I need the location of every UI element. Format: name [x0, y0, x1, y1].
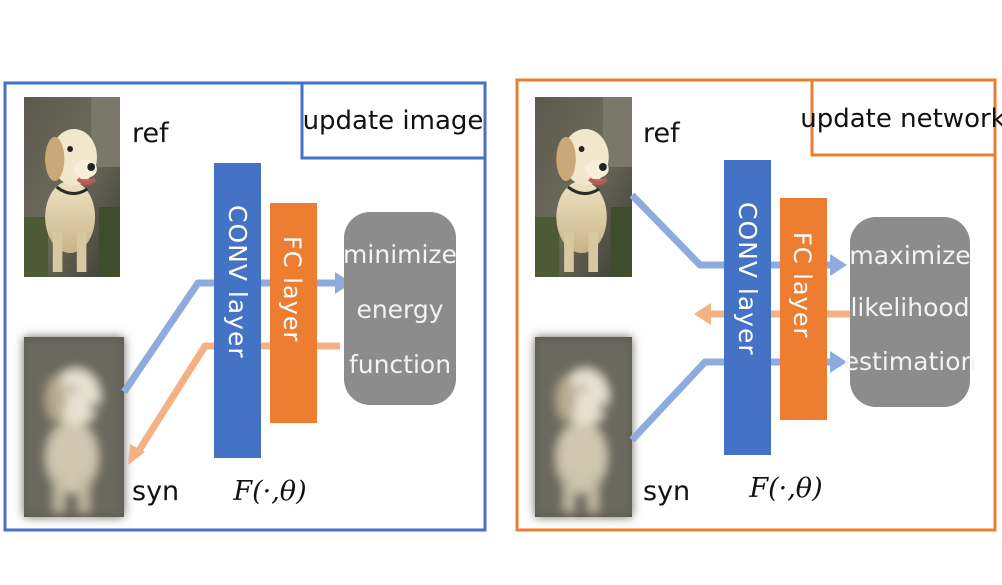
fc-layer-box-right	[780, 198, 827, 420]
ref-forward-arrowhead-right	[830, 254, 847, 276]
objective-line-1-right: maximize	[849, 241, 970, 270]
objective-line-2-left: energy	[356, 295, 443, 324]
update-image-label: update image	[303, 106, 484, 136]
objective-line-3-right: estimation	[844, 347, 977, 376]
left-panel-frame	[3, 81, 487, 532]
syn-forward-arrowhead-right	[830, 351, 847, 373]
ref-image-left	[22, 95, 122, 279]
syn-label-left: syn	[132, 476, 179, 507]
objective-box-left	[344, 212, 456, 405]
forward-arrowhead-left	[335, 272, 352, 294]
conv-layer-box-right	[724, 160, 771, 455]
conv-layer-label-right: CONV layer	[733, 202, 762, 356]
syn-image-left	[24, 337, 124, 517]
objective-box-right	[850, 217, 970, 407]
update-image-tab	[300, 81, 487, 160]
objective-line-1-left: minimize	[343, 240, 457, 269]
function-label-left: F(·,θ)	[232, 476, 306, 507]
function-label-right: F(·,θ)	[748, 473, 822, 504]
backward-arrowhead-right	[694, 303, 711, 325]
fc-layer-label-right: FC layer	[788, 232, 816, 338]
ref-image-right	[533, 95, 634, 279]
update-network-label: update network	[800, 104, 1002, 134]
left-panel: update image ref syn	[3, 81, 487, 532]
update-network-tab	[810, 78, 997, 157]
fc-layer-label-left: FC layer	[278, 236, 306, 342]
syn-image-right	[535, 337, 632, 517]
backward-arrowhead-left	[128, 444, 145, 465]
fc-layer-box-left	[270, 203, 317, 423]
conv-layer-label-left: CONV layer	[223, 205, 252, 359]
syn-label-right: syn	[643, 476, 690, 507]
right-panel-frame	[515, 78, 997, 532]
conv-layer-box-left	[214, 163, 261, 458]
ref-label-right: ref	[643, 118, 681, 149]
right-panel: update network ref syn	[515, 78, 1002, 532]
objective-line-2-right: likelihood	[850, 293, 969, 322]
objective-line-3-left: function	[349, 350, 451, 379]
ref-label-left: ref	[132, 118, 170, 149]
